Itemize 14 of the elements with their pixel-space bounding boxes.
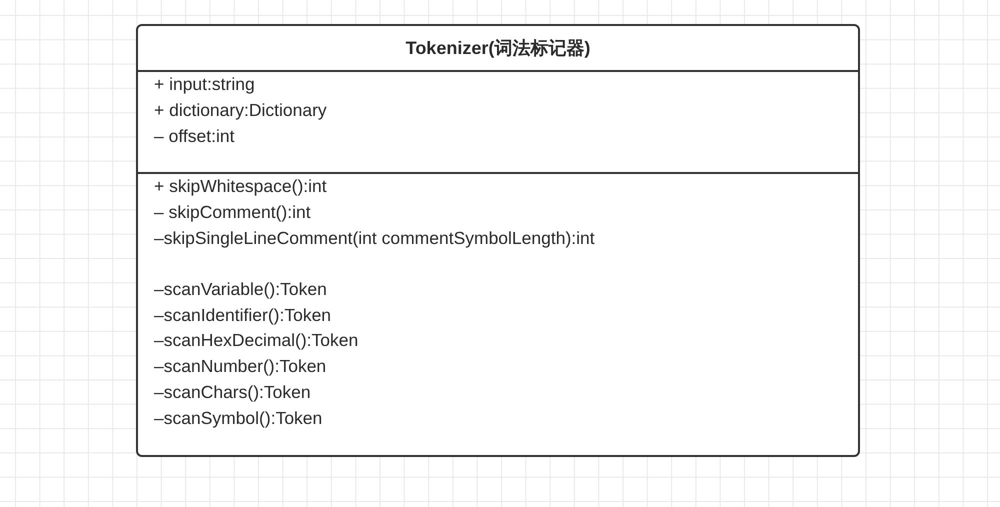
method: + skipWhitespace():int	[154, 175, 327, 198]
method: –skipSingleLineComment(int commentSymbolLength):int	[154, 226, 595, 250]
method: –scanVariable():Token	[154, 278, 327, 302]
method: – skipComment():int	[154, 200, 311, 224]
attribute: – offset:int	[154, 124, 234, 148]
method: –scanChars():Token	[154, 380, 311, 404]
class-name: Tokenizer(词法标记器)	[406, 38, 590, 58]
method: –scanNumber():Token	[154, 355, 326, 378]
method: –scanIdentifier():Token	[154, 304, 332, 327]
attribute: + input:string	[154, 73, 255, 96]
attribute: + dictionary:Dictionary	[154, 98, 327, 122]
method: –scanHexDecimal():Token	[154, 329, 358, 352]
class-box	[136, 24, 860, 457]
method: –scanSymbol():Token	[154, 406, 322, 430]
